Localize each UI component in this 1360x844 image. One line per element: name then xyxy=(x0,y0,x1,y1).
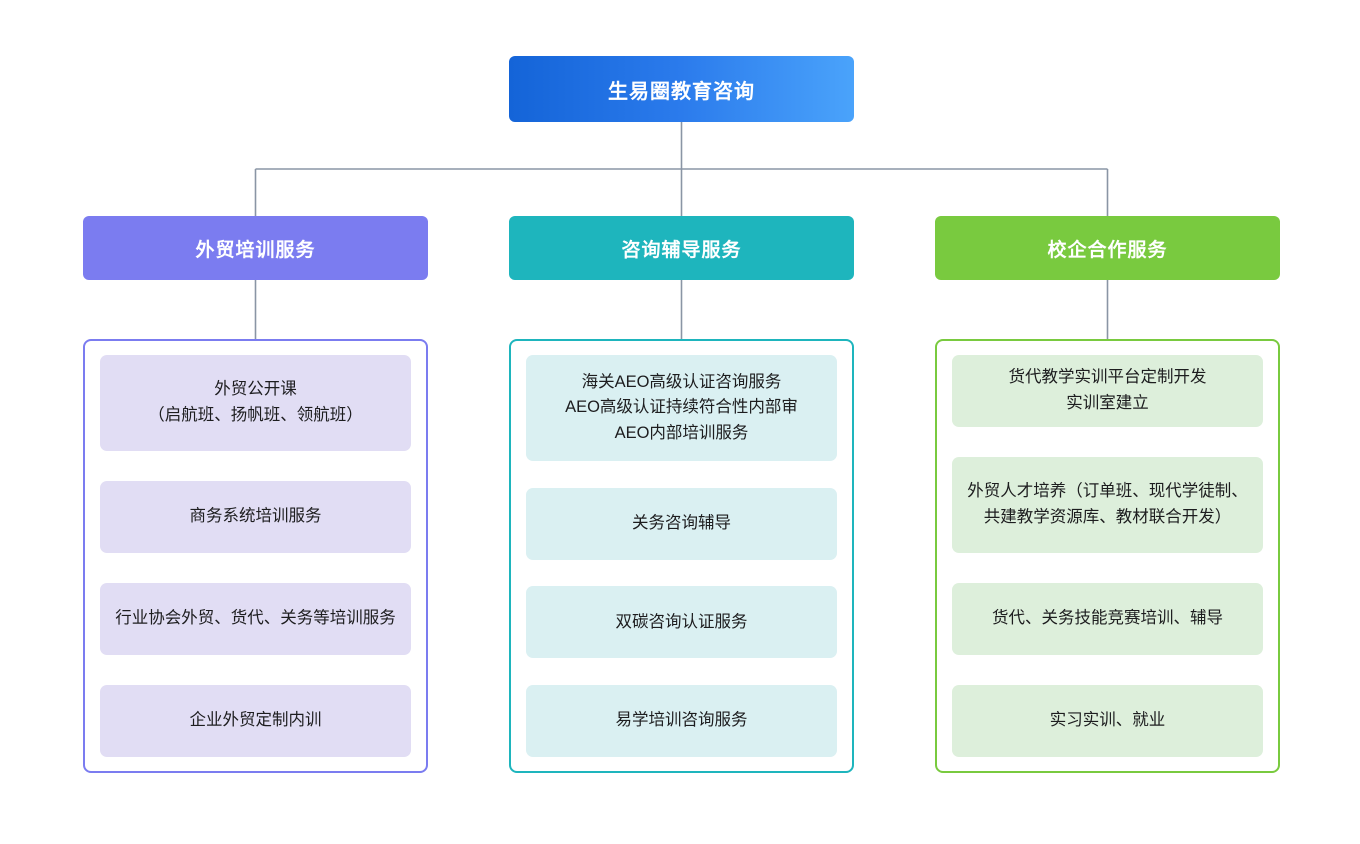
branch-column-1: 外贸培训服务 外贸公开课 （启航班、扬帆班、领航班） 商务系统培训服务 行业协会… xyxy=(83,0,428,844)
leaf-node[interactable]: 企业外贸定制内训 xyxy=(100,685,411,757)
branch-column-2: 咨询辅导服务 海关AEO高级认证咨询服务 AEO高级认证持续符合性内部审 AEO… xyxy=(509,0,854,844)
leaf-node[interactable]: 双碳咨询认证服务 xyxy=(526,586,837,659)
branch-header-3-label: 校企合作服务 xyxy=(1047,239,1168,261)
leaf-node[interactable]: 关务咨询辅导 xyxy=(526,487,837,560)
branch-header-3[interactable]: 校企合作服务 xyxy=(935,216,1280,280)
leaf-node[interactable]: 行业协会外贸、货代、关务等培训服务 xyxy=(100,583,411,655)
leaf-node[interactable]: 易学培训咨询服务 xyxy=(526,684,837,757)
leaf-node[interactable]: 实习实训、就业 xyxy=(952,685,1263,757)
branch-body-2: 海关AEO高级认证咨询服务 AEO高级认证持续符合性内部审 AEO内部培训服务 … xyxy=(509,339,854,773)
leaf-node[interactable]: 商务系统培训服务 xyxy=(100,481,411,553)
branch-header-2-label: 咨询辅导服务 xyxy=(621,239,742,261)
root-node[interactable]: 生易圈教育咨询 xyxy=(509,56,854,122)
branch-header-1[interactable]: 外贸培训服务 xyxy=(83,216,428,280)
leaf-node[interactable]: 外贸人才培养（订单班、现代学徒制、共建教学资源库、教材联合开发） xyxy=(952,457,1263,553)
leaf-node[interactable]: 外贸公开课 （启航班、扬帆班、领航班） xyxy=(100,355,411,451)
branch-column-3: 校企合作服务 货代教学实训平台定制开发 实训室建立 外贸人才培养（订单班、现代学… xyxy=(935,0,1280,844)
leaf-node[interactable]: 海关AEO高级认证咨询服务 AEO高级认证持续符合性内部审 AEO内部培训服务 xyxy=(526,355,837,461)
branch-body-1: 外贸公开课 （启航班、扬帆班、领航班） 商务系统培训服务 行业协会外贸、货代、关… xyxy=(83,339,428,773)
leaf-node[interactable]: 货代教学实训平台定制开发 实训室建立 xyxy=(952,355,1263,427)
leaf-node[interactable]: 货代、关务技能竞赛培训、辅导 xyxy=(952,583,1263,655)
branch-header-2[interactable]: 咨询辅导服务 xyxy=(509,216,854,280)
branch-body-3: 货代教学实训平台定制开发 实训室建立 外贸人才培养（订单班、现代学徒制、共建教学… xyxy=(935,339,1280,773)
root-node-label: 生易圈教育咨询 xyxy=(608,80,755,103)
branch-header-1-label: 外贸培训服务 xyxy=(195,239,316,261)
